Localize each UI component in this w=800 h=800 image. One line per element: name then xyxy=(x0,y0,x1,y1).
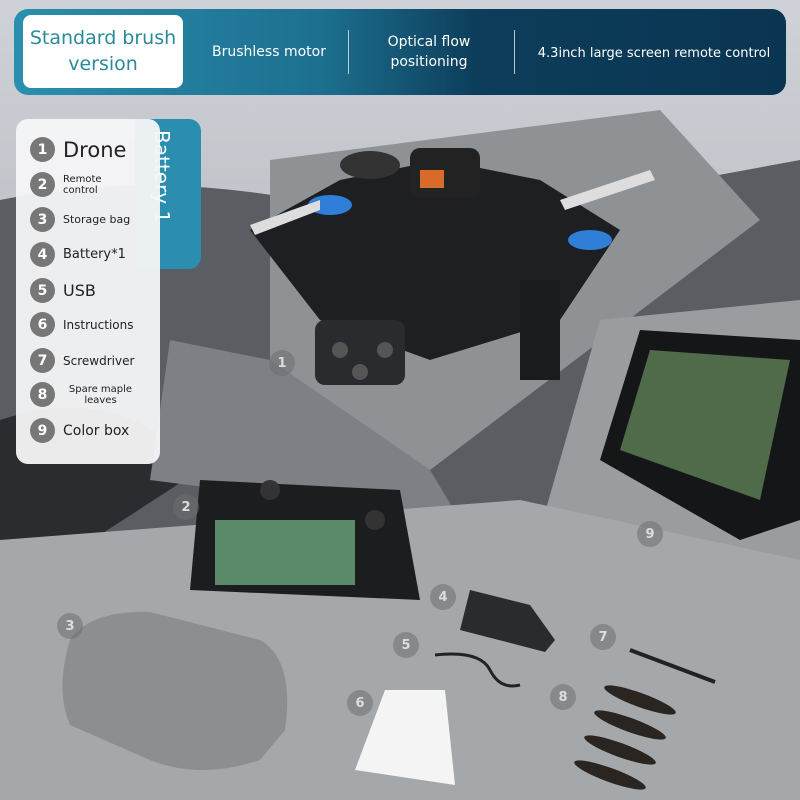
version-label: Standard brush version xyxy=(23,15,183,88)
item-number: 7 xyxy=(30,348,55,373)
item-label: Screwdriver xyxy=(63,353,135,368)
item-label: Drone xyxy=(63,137,127,162)
feature-brushless-motor: Brushless motor xyxy=(212,44,326,60)
screwdriver-image xyxy=(629,648,716,684)
scene-marker-4: 4 xyxy=(430,584,456,610)
item-label: Instructions xyxy=(63,317,134,332)
battery-image xyxy=(460,590,555,652)
scene-marker-2: 2 xyxy=(173,494,199,520)
item-number: 9 xyxy=(30,418,55,443)
item-number: 1 xyxy=(30,137,55,162)
scene-marker-9: 9 xyxy=(637,521,663,547)
item-label: Spare maple leaves xyxy=(68,383,133,406)
item-label: Storage bag xyxy=(63,213,131,226)
list-item: 2 Remote control xyxy=(30,172,113,197)
item-label: Battery*1 xyxy=(63,247,126,262)
item-number: 8 xyxy=(30,382,55,407)
list-item: 4 Battery*1 xyxy=(30,242,126,267)
list-item: 3 Storage bag xyxy=(30,207,130,232)
item-label: Color box xyxy=(63,422,130,439)
scene-marker-6: 6 xyxy=(347,690,373,716)
list-item: 6 Instructions xyxy=(30,312,133,337)
list-item: 8 Spare maple leaves xyxy=(30,382,138,407)
feature-banner: Standard brush version Brushless motor O… xyxy=(14,9,786,95)
scene-marker-3: 3 xyxy=(57,613,83,639)
scene-marker-5: 5 xyxy=(393,632,419,658)
propellers-image xyxy=(574,685,676,790)
instructions-image xyxy=(355,690,455,785)
list-item: 5 USB xyxy=(30,278,96,303)
scene-marker-8: 8 xyxy=(550,684,576,710)
drone-image xyxy=(250,148,655,385)
item-number: 5 xyxy=(30,278,55,303)
divider xyxy=(348,30,349,74)
item-label: Remote control xyxy=(63,173,102,196)
item-number: 6 xyxy=(30,312,55,337)
remote-control-image xyxy=(190,480,420,600)
item-number: 2 xyxy=(30,172,55,197)
item-label: USB xyxy=(63,281,96,300)
scene-marker-7: 7 xyxy=(590,624,616,650)
feature-remote-control: 4.3inch large screen remote control xyxy=(537,46,771,61)
storage-bag-image xyxy=(62,611,288,770)
feature-optical-flow: Optical flow positioning xyxy=(387,34,471,70)
list-item: 1 Drone xyxy=(30,137,126,162)
list-item: 7 Screwdriver xyxy=(30,348,134,373)
scene-marker-1: 1 xyxy=(269,350,295,376)
color-box-image xyxy=(600,330,800,540)
divider xyxy=(514,30,515,74)
usb-cable-image xyxy=(434,652,521,688)
list-item: 9 Color box xyxy=(30,418,129,443)
item-number: 4 xyxy=(30,242,55,267)
item-number: 3 xyxy=(30,207,55,232)
